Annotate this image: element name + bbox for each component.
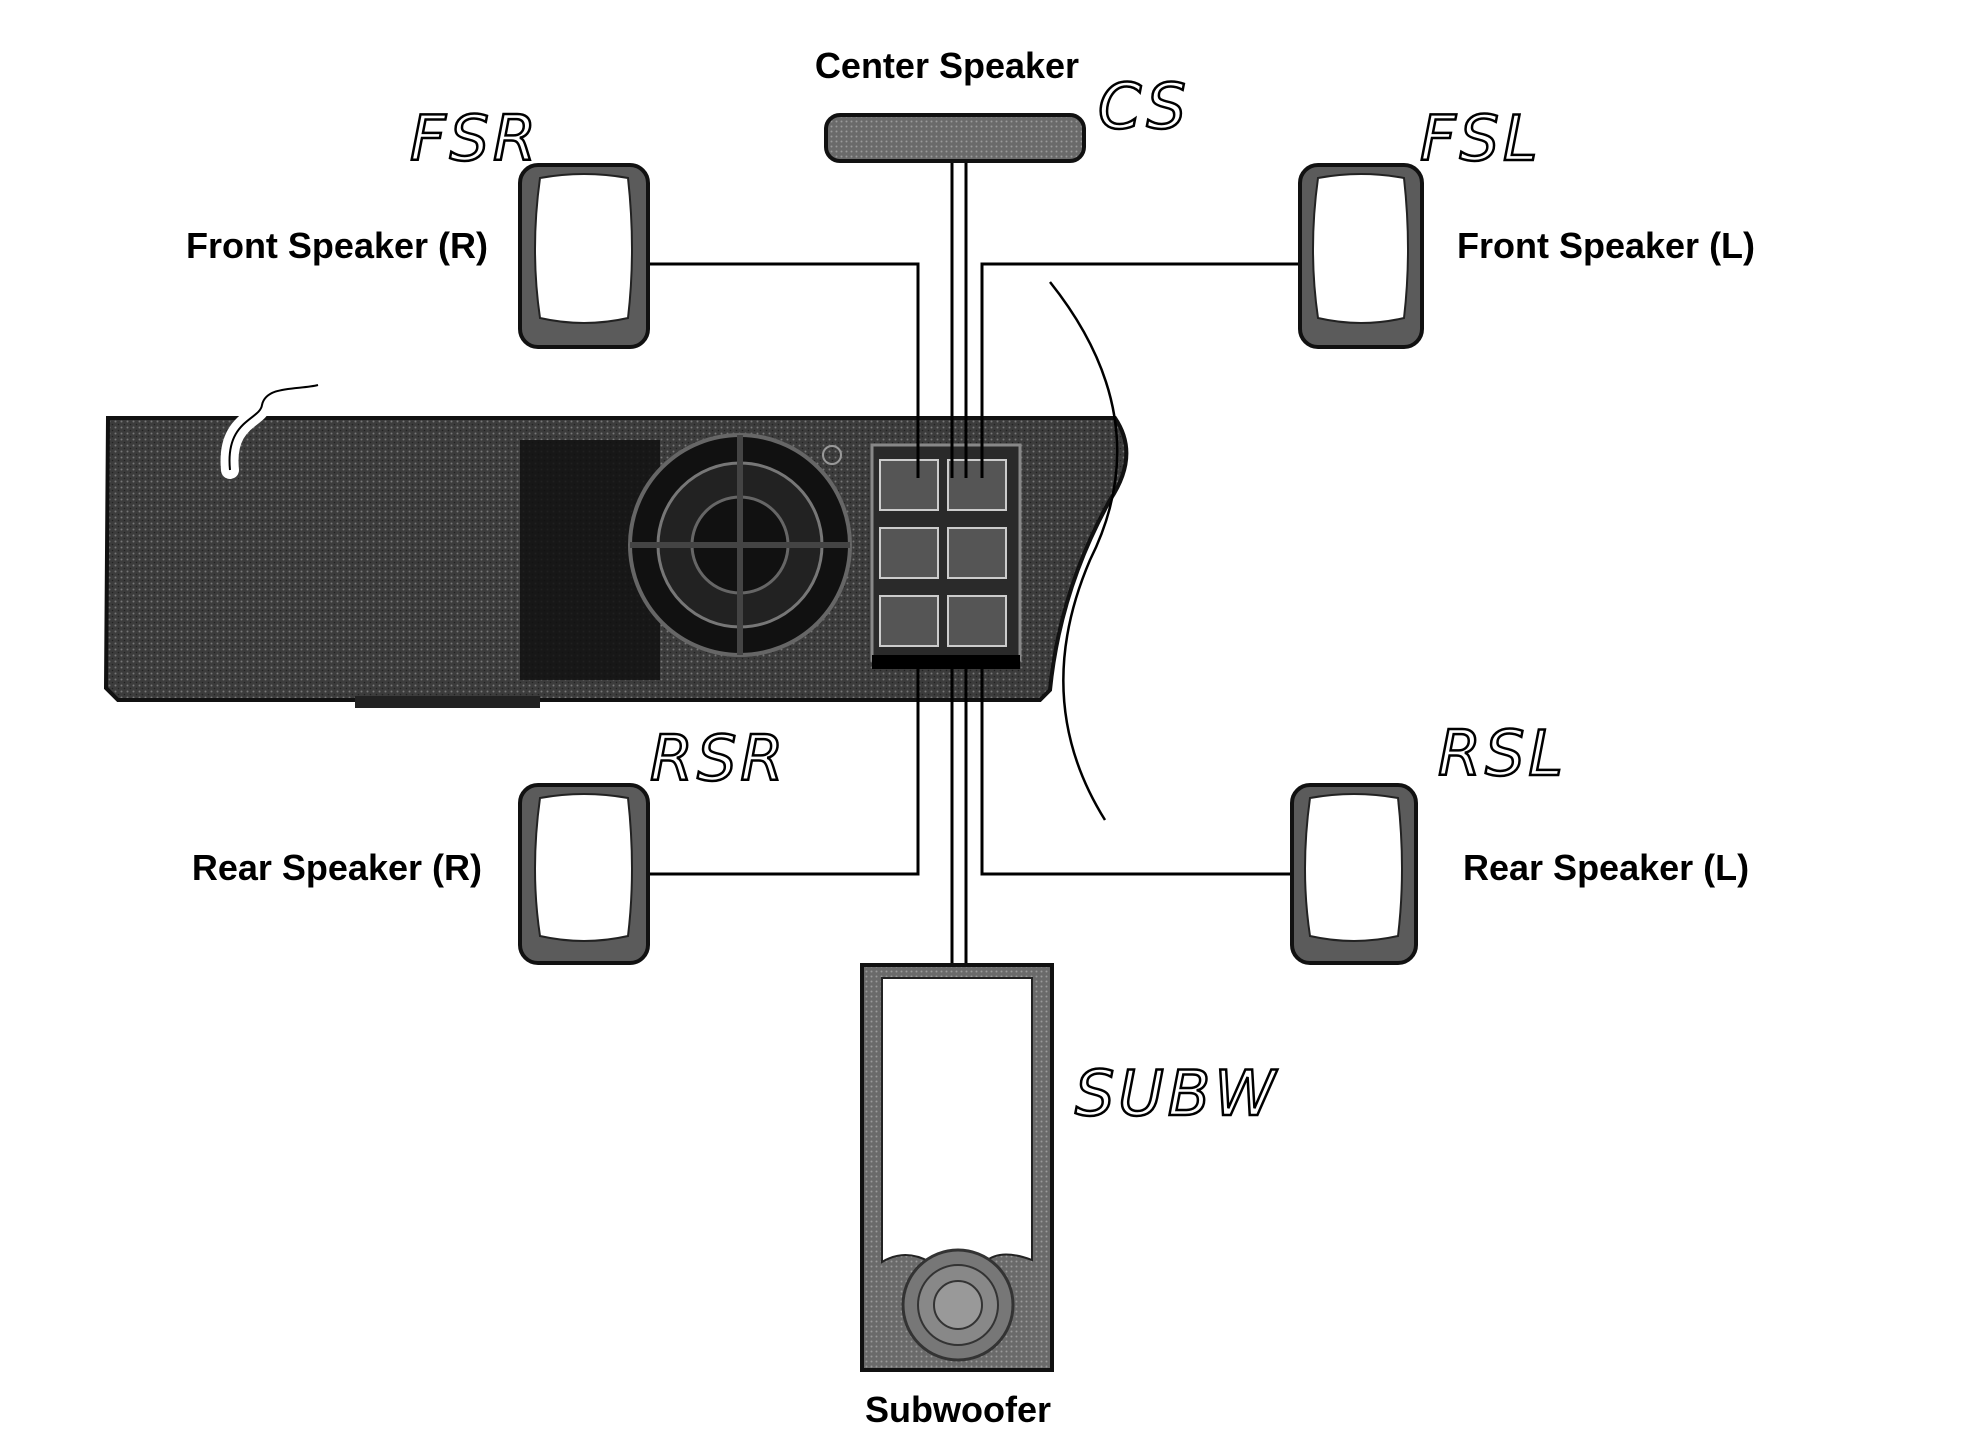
woofer-cone-icon <box>901 1248 1015 1362</box>
annotation-fsr: FSR <box>410 102 540 175</box>
annotation-fsl: FSL <box>1420 102 1542 175</box>
ground-screw-icon <box>822 445 842 465</box>
power-cord-outline <box>228 384 319 471</box>
front-speaker-l <box>1298 163 1424 349</box>
annotation-rsr: RSR <box>650 722 788 795</box>
rear-speaker-l <box>1290 783 1418 965</box>
center-speaker <box>824 113 1086 163</box>
center-speaker-label: Center Speaker <box>815 45 1079 86</box>
front-speaker-r <box>518 163 650 349</box>
rear-speaker-r <box>518 783 650 965</box>
receiver-unit <box>103 376 1129 708</box>
wire-rear-l <box>980 666 1290 876</box>
wire-rear-r <box>648 666 920 876</box>
cutaway-curve <box>1049 281 1119 821</box>
front-speaker-r-label: Front Speaker (R) <box>186 225 488 266</box>
annotation-subw: SUBW <box>1075 1057 1280 1130</box>
speaker-wires <box>648 158 1300 968</box>
rear-speaker-r-label: Rear Speaker (R) <box>192 847 482 888</box>
subwoofer-unit <box>860 963 1054 1372</box>
annotation-cs: CS <box>1098 70 1190 143</box>
front-speaker-l-label: Front Speaker (L) <box>1457 225 1755 266</box>
rear-speaker-l-label: Rear Speaker (L) <box>1463 847 1749 888</box>
receiver-foot <box>355 696 540 708</box>
fan-icon <box>628 433 852 657</box>
wire-front-l <box>980 262 1300 478</box>
annotation-rsl: RSL <box>1438 717 1567 790</box>
wire-front-r <box>648 262 920 478</box>
subwoofer-label: Subwoofer <box>865 1389 1051 1430</box>
speaker-terminal-block <box>870 443 1022 669</box>
